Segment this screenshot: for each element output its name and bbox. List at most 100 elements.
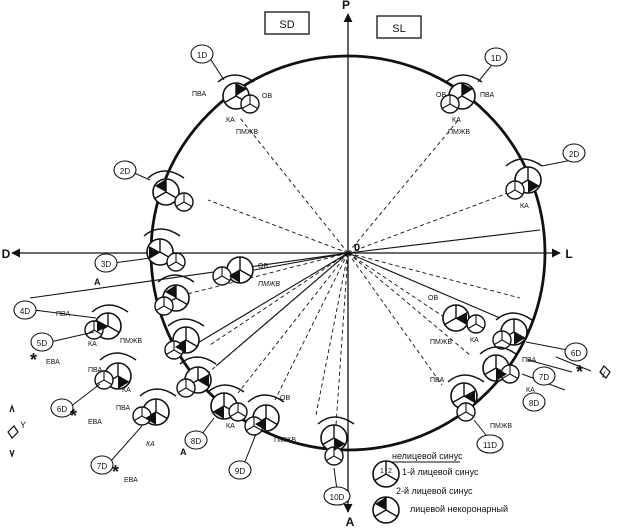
asterisk-markers: * * * * [30,350,583,482]
label-2d-left: 2D [120,167,130,176]
svg-text:*: * [70,406,77,426]
vessel-eva-5d: ЕВА [46,359,60,366]
valve-8d-left [207,384,248,422]
valve-8d-right [447,374,485,422]
valve-6d-inner [164,318,205,360]
svg-text:*: * [112,462,119,482]
vessel-ov-9d: ОВ [280,395,290,402]
label-1d-right: 1D [491,54,501,63]
solid-rays [29,229,541,367]
sl-box [376,15,422,39]
label-10d: 10D [330,493,345,502]
arrow-down-icon [9,449,15,458]
vessel-pmzhv-right: ПМЖВ [430,339,452,346]
label-8d-right: 8D [529,399,539,408]
label-9d: 9D [235,467,245,476]
svg-text:2: 2 [388,468,392,475]
valve-7d-outer [132,388,177,426]
axis-l-label: L [565,247,572,261]
vessel-ka-1d-right: КА [452,117,461,124]
vessel-ka-1d-left: КА [226,117,235,124]
label-1d-left: 1D [197,51,207,60]
valve-pmzhv [212,256,254,286]
vessel-ka-right: КА [470,337,479,344]
valve-6d-outer [94,352,137,390]
valve-7d-inner [176,356,217,398]
vessel-eva-7d: ЕВА [124,477,138,484]
vessel-ka-2d-right: КА [520,203,529,210]
vessel-y-left: Y [20,420,26,430]
vessel-ka-5d: КА [88,341,97,348]
vessel-a-upper: A [94,277,101,287]
vessel-eva-6d: ЕВА [88,419,102,426]
legend-noncoronary-icon [372,496,400,524]
vessel-ka-7d-right: КА [526,387,535,394]
label-4d: 4D [20,307,30,316]
vessel-ka-6d: КА [122,387,131,394]
valve-6d-right [492,312,533,350]
valve-7d-right [479,346,520,384]
label-3d: 3D [101,260,111,269]
label-5d: 5D [37,339,47,348]
legend-second-facing-sinus: 2-й лицевой синус [396,486,473,496]
vessel-ov-center: ОВ [258,263,268,270]
position-labels: 1D 1D 2D 2D 3D 4D 5D 6D 7D 8D 9D 10D 6D … [13,44,588,506]
vessel-pva-8d-right: ПВА [430,377,444,384]
eye-icon-right [599,365,611,379]
eye-icon-left [7,425,19,439]
arrow-up-icon [9,404,15,413]
valve-3d [143,228,186,272]
vessel-pva-5d: ПВА [56,311,70,318]
valve-1d-left [217,74,260,114]
vessel-pva-1d-left: ПВА [192,91,206,98]
vessel-pmzhv-center: ПМЖВ [258,281,280,288]
vessel-pmzhv-8d-right: ПМЖВ [490,423,512,430]
label-7d-right: 7D [539,373,549,382]
vessel-pva-1d-right: ПВА [480,92,494,99]
valve-9d [244,394,285,436]
vessel-pmzhv-9d: ПМЖВ [274,437,296,444]
svg-text:*: * [576,362,583,382]
legend-facing-noncoronary: лицевой некоронарный [410,504,508,514]
vessel-ov-1d-left: ОВ [262,93,272,100]
vessel-ka-8d: КА [226,423,235,430]
legend-first-facing-sinus: 1-й лицевой синус [402,467,479,477]
valve-4d [154,274,195,316]
vessel-pmzhv-1d-left: ПМЖВ [236,129,258,136]
vessel-ov-right: ОВ [428,295,438,302]
legend-noncoronary-sinus: нелицевой синус [392,451,463,461]
axis-p-label: P [342,0,350,12]
label-8d-left: 8D [191,437,201,446]
axis-a-label: A [346,515,355,529]
vessel-ka-7d: КА [146,441,155,448]
valve-1d-right [440,74,483,114]
sl-label: SL [392,23,405,35]
valve-right-ov [442,304,486,334]
axis-d-label: D [2,247,11,261]
vessel-ov-1d-right: ОВ [436,92,446,99]
vessel-pva-7d-right: ПВА [522,357,536,364]
label-7d-left: 7D [97,462,107,471]
vessel-a-lower: A [180,447,187,457]
label-2d-right: 2D [569,150,579,159]
vessel-pmzhv-1d-right: ПМЖВ [448,129,470,136]
svg-text:1: 1 [380,468,384,475]
label-6d-left: 6D [57,405,67,414]
valve-2d-left [147,170,194,212]
valve-5d [84,304,129,340]
label-6d-right: 6D [571,349,581,358]
label-11d: 11D [483,441,497,450]
sd-box [264,11,310,35]
legend: нелицевой синус 1 2 1-й лицевой синус 2-… [372,451,508,524]
vessel-pmzhv-5d: ПМЖВ [120,338,142,345]
valve-2d-right [505,158,543,200]
vessel-pva-7d: ПВА [116,405,130,412]
legend-valve-icon: 1 2 [372,460,400,488]
sd-label: SD [279,19,294,31]
eye-icons [7,365,611,458]
vessel-labels: ПВА ОВ КА ПМЖВ ОВ ПВА КА ПМЖВ КА ОВ ПМЖВ… [20,91,606,484]
origin-label: 0 [354,242,360,254]
vessel-pva-6d: ПВА [88,367,102,374]
valve-10d [317,416,355,466]
